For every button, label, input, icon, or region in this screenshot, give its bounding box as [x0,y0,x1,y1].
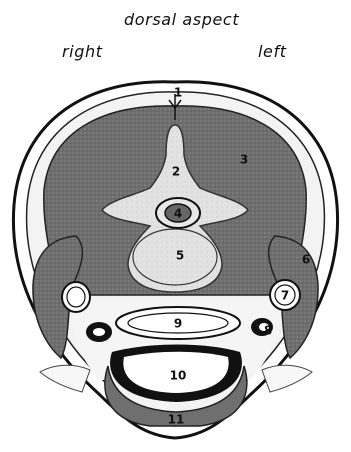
label-8: 8 [264,324,272,338]
label-9: 9 [174,317,182,331]
label-10: 10 [170,369,187,383]
label-7: 7 [281,289,289,303]
flank-tissue-left [262,365,312,392]
label-11: 11 [168,413,185,427]
jugular-right-lumen [93,328,105,336]
label-1: 1 [174,86,182,100]
vessel-right-inner [67,287,85,307]
label-6: 6 [302,253,310,267]
label-3: 3 [240,153,248,167]
label-5: 5 [176,249,184,263]
label-4: 4 [174,207,182,221]
flank-tissue-right [40,365,90,392]
label-2: 2 [172,165,180,179]
